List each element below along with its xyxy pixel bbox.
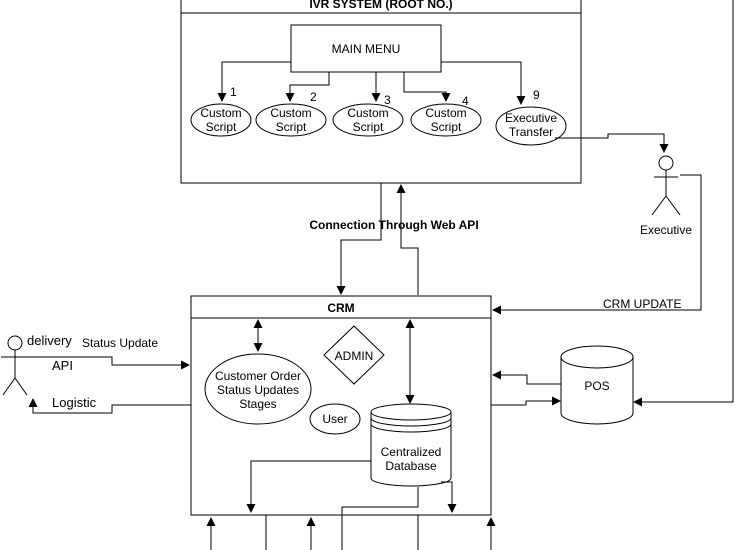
connection-label: Connection Through Web API bbox=[309, 218, 478, 232]
right-edge-connector bbox=[633, 0, 734, 407]
database-icon: Centralized Database bbox=[370, 403, 452, 487]
database-line: Centralized bbox=[381, 445, 442, 459]
pos-to-crm-connector bbox=[492, 370, 561, 385]
stages-line: Customer Order bbox=[215, 369, 301, 383]
stages-line: Stages bbox=[239, 397, 276, 411]
logistic-label: Logistic bbox=[52, 395, 97, 410]
option-number-2: 2 bbox=[310, 90, 317, 104]
crm-to-pos-connector bbox=[491, 396, 561, 406]
database-line: Database bbox=[385, 459, 437, 473]
option-line2: Script bbox=[353, 120, 384, 134]
option-line1: Executive bbox=[505, 111, 557, 125]
status-update-label: Status Update bbox=[82, 336, 158, 350]
crm-to-ivr-connector bbox=[396, 184, 419, 295]
user-ellipse: User bbox=[309, 403, 361, 435]
crm-update-label: CRM UPDATE bbox=[603, 297, 681, 311]
option-number-3: 3 bbox=[384, 93, 391, 107]
logistic-actor-icon bbox=[1, 335, 29, 396]
option-line1: Custom bbox=[425, 106, 466, 120]
menu-option-connectors bbox=[217, 61, 526, 105]
option-custom-script-1: Custom Script bbox=[190, 103, 252, 137]
option-custom-script-2: Custom Script bbox=[255, 103, 327, 137]
user-label: User bbox=[322, 412, 347, 426]
option-number-4: 4 bbox=[462, 94, 469, 108]
ivr-to-crm-connector bbox=[336, 183, 382, 295]
executive-actor-icon bbox=[651, 155, 681, 216]
option-number-9: 9 bbox=[533, 88, 540, 102]
option-line1: Custom bbox=[270, 106, 311, 120]
crm-title: CRM bbox=[327, 301, 354, 315]
database-left-connector bbox=[246, 460, 371, 513]
stages-line: Status Updates bbox=[217, 383, 299, 397]
customer-order-stages: Customer Order Status Updates Stages bbox=[204, 353, 312, 425]
option-line2: Transfer bbox=[509, 125, 553, 139]
option-executive-transfer: Executive Transfer bbox=[495, 106, 567, 146]
ivr-system-title: IVR SYSTEM (ROOT NO.) bbox=[309, 0, 452, 11]
main-menu-box: MAIN MENU bbox=[290, 24, 442, 73]
option-line2: Script bbox=[431, 120, 462, 134]
api-label: API bbox=[52, 358, 73, 373]
pos-label: POS bbox=[584, 379, 609, 393]
database-right-connector bbox=[441, 481, 457, 513]
option-line1: Custom bbox=[347, 106, 388, 120]
option-custom-script-3: Custom Script bbox=[332, 103, 404, 137]
option-line2: Script bbox=[276, 120, 307, 134]
executive-transfer-connector bbox=[555, 133, 669, 153]
option-number-1: 1 bbox=[230, 85, 237, 99]
delivery-label: delivery bbox=[27, 333, 72, 348]
pos-database-icon: POS bbox=[560, 345, 634, 425]
executive-label: Executive bbox=[640, 223, 692, 237]
option-line1: Custom bbox=[200, 106, 241, 120]
main-menu-label: MAIN MENU bbox=[332, 42, 401, 56]
admin-label: ADMIN bbox=[335, 349, 374, 363]
crm-update-connector bbox=[492, 174, 702, 315]
database-bottom-connector bbox=[341, 487, 419, 550]
crm-to-logistic-connector bbox=[28, 398, 191, 414]
option-custom-script-4: Custom Script bbox=[410, 103, 482, 137]
option-line2: Script bbox=[206, 120, 237, 134]
bottom-connectors bbox=[206, 515, 496, 550]
admin-diamond: ADMIN bbox=[323, 325, 385, 385]
api-to-crm-connector bbox=[28, 356, 190, 370]
